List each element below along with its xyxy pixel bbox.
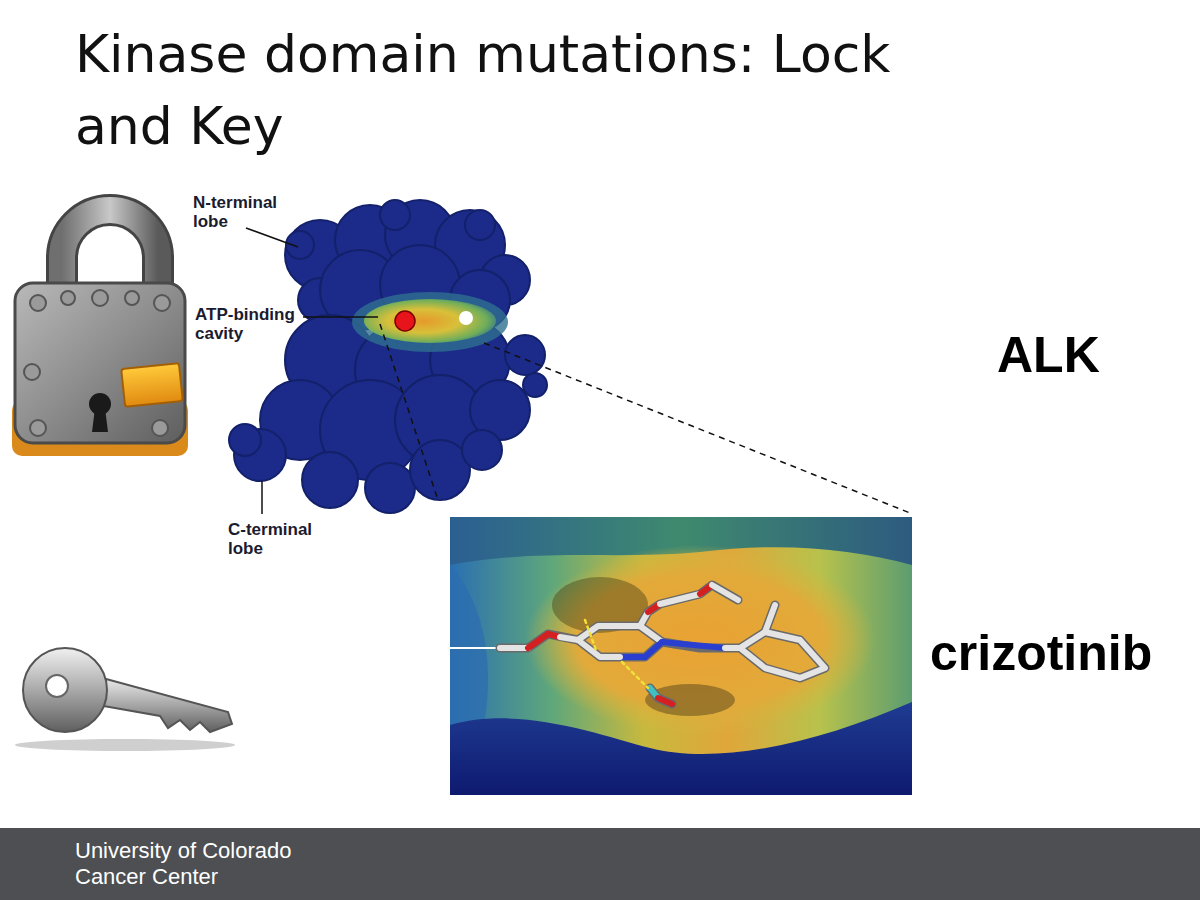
illustration-part — [500, 585, 825, 704]
illustration-part — [92, 676, 232, 732]
illustration-part — [645, 642, 662, 657]
part-label: ATP-binding cavity — [195, 305, 313, 343]
illustration-part — [152, 420, 168, 436]
zoom-inset — [450, 517, 912, 795]
illustration-part — [92, 408, 108, 432]
illustration-part — [712, 585, 738, 600]
protein-name: ALK — [997, 326, 1192, 384]
illustration-part — [229, 424, 261, 456]
illustration-part — [500, 645, 528, 651]
illustration-part — [154, 295, 170, 311]
illustration-part — [645, 684, 735, 716]
illustration-part — [585, 620, 648, 688]
padlock-icon — [12, 210, 188, 456]
footer-text: University of Colorado Cancer Center — [75, 838, 337, 890]
illustration-part — [765, 605, 775, 632]
illustration-part — [505, 335, 545, 375]
illustration-part — [660, 594, 700, 604]
illustration-part — [261, 481, 263, 514]
illustration-part — [462, 430, 502, 470]
illustration-part — [620, 654, 645, 660]
illustration-part — [30, 420, 46, 436]
illustration-part — [24, 290, 170, 436]
illustration-part — [662, 632, 825, 678]
illustration-part — [484, 343, 910, 513]
leader-line — [246, 228, 378, 514]
illustration-part — [465, 210, 495, 240]
illustration-part — [500, 626, 662, 657]
kinase-surface — [229, 200, 547, 513]
illustration-part — [303, 316, 378, 318]
illustration-part — [622, 662, 648, 688]
illustration-part — [125, 291, 139, 305]
illustration-part — [15, 739, 235, 751]
illustration-part — [662, 642, 725, 648]
illustration-part — [410, 440, 470, 500]
part-label: N-terminal lobe — [193, 193, 303, 231]
illustration-part — [525, 545, 875, 735]
illustration-part — [528, 634, 548, 648]
illustration-part — [302, 452, 358, 508]
illustration-part — [500, 585, 825, 704]
illustration-part — [395, 311, 415, 331]
drug-name: crizotinib — [930, 624, 1195, 682]
illustration-part — [46, 675, 68, 697]
illustration-part — [30, 295, 46, 311]
illustration-part — [523, 373, 547, 397]
illustration-part — [765, 605, 775, 632]
illustration-part — [286, 231, 314, 259]
illustration-part — [450, 647, 500, 649]
illustration-part — [500, 585, 825, 704]
illustration-part — [15, 283, 185, 443]
illustration-part — [23, 648, 107, 732]
slide-title: Kinase domain mutations: Lock and Key — [75, 18, 895, 162]
zoom-line — [380, 324, 910, 513]
illustration-part — [380, 324, 437, 497]
illustration-part — [585, 620, 596, 650]
footer-band: University of Colorado Cancer Center — [0, 828, 1200, 900]
illustration-part — [121, 363, 183, 407]
illustration-part — [640, 585, 738, 626]
illustration-part — [24, 364, 40, 380]
illustration-part — [459, 311, 473, 325]
illustration-part — [450, 702, 912, 795]
illustration-part — [365, 463, 415, 513]
illustration-part — [92, 290, 108, 306]
key-icon — [15, 648, 235, 751]
illustration-part — [578, 640, 620, 657]
illustration-part — [246, 228, 298, 247]
illustration-part — [650, 688, 672, 704]
illustration-part — [61, 291, 75, 305]
illustration-part — [658, 698, 672, 704]
illustration-part — [725, 632, 825, 678]
illustration-part — [380, 200, 410, 230]
illustration-part — [450, 517, 912, 795]
part-label: C-terminal lobe — [228, 520, 338, 558]
